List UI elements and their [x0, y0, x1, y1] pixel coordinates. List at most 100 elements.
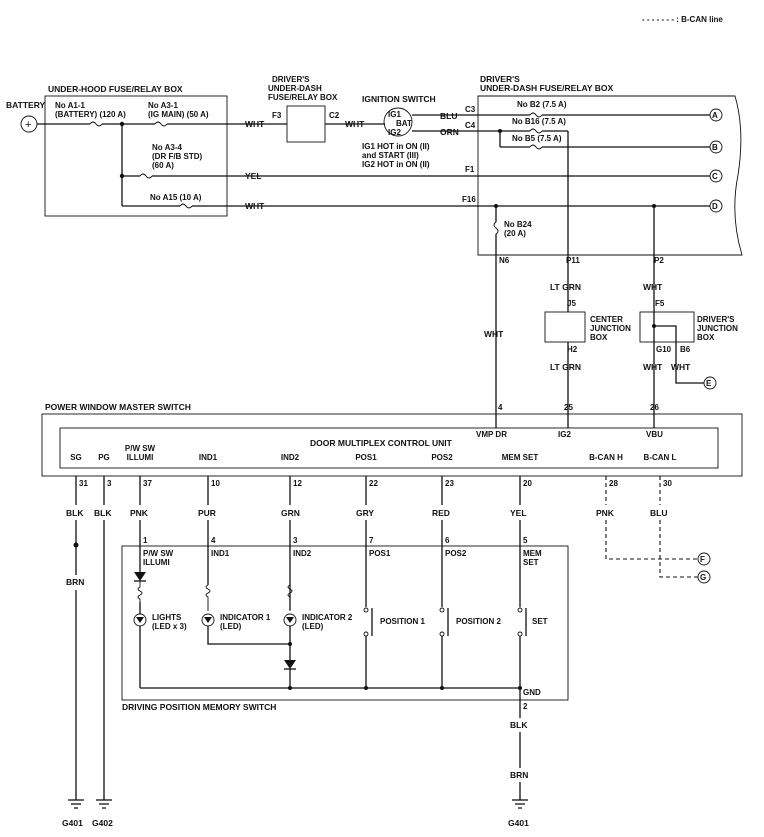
center-junction-box	[544, 311, 586, 343]
ground-icon	[68, 799, 84, 809]
pin-name: MEM SET	[502, 453, 539, 462]
svg-text:No B5 (7.5 A): No B5 (7.5 A)	[512, 134, 562, 143]
svg-text:BOX: BOX	[697, 333, 715, 342]
driving-position-memory-switch	[121, 545, 569, 701]
position1-switch	[363, 607, 373, 688]
svg-text:(LED x 3): (LED x 3)	[152, 622, 187, 631]
svg-text:(DR F/B STD): (DR F/B STD)	[152, 152, 203, 161]
svg-text:JUNCTION: JUNCTION	[697, 324, 738, 333]
svg-text:C: C	[712, 172, 718, 181]
connector-d: D	[709, 199, 723, 213]
mem-pin-num: 7	[369, 536, 374, 545]
pin-name: B-CAN H	[589, 453, 623, 462]
svg-text:(BATTERY) (120 A): (BATTERY) (120 A)	[55, 110, 126, 119]
svg-text:BRN: BRN	[510, 770, 528, 780]
svg-text:IGNITION SWITCH: IGNITION SWITCH	[362, 94, 436, 104]
svg-text:BLU: BLU	[650, 508, 667, 518]
svg-text:G401: G401	[508, 818, 529, 828]
mem-pin-label: POS2	[445, 549, 467, 558]
svg-text:BRN: BRN	[66, 577, 84, 587]
svg-text:No B24: No B24	[504, 220, 532, 229]
power-window-master-switch	[41, 413, 743, 477]
svg-text:IG1 HOT in ON (II): IG1 HOT in ON (II)	[362, 142, 430, 151]
position2-switch	[439, 607, 449, 688]
svg-text:A: A	[712, 111, 718, 120]
legend-bcan: - - - - - - - : B-CAN line	[642, 15, 723, 24]
pin-name: POS1	[355, 453, 377, 462]
svg-text:IG1: IG1	[388, 110, 401, 119]
pin-num: 28	[609, 479, 618, 488]
ground-icon	[96, 799, 112, 809]
battery-label: BATTERY	[6, 100, 46, 110]
svg-text:JUNCTION: JUNCTION	[590, 324, 631, 333]
pin-num: 37	[143, 479, 152, 488]
pin-num: 10	[211, 479, 220, 488]
svg-text:FUSE/RELAY BOX: FUSE/RELAY BOX	[268, 93, 338, 102]
set-switch	[517, 607, 527, 688]
connector-g: G	[697, 570, 711, 584]
under-hood-box	[44, 95, 228, 217]
svg-text:UNDER-DASH FUSE/RELAY BOX: UNDER-DASH FUSE/RELAY BOX	[480, 83, 614, 93]
svg-text:WHT: WHT	[245, 201, 265, 211]
pin-name: B-CAN L	[644, 453, 677, 462]
svg-text:J5: J5	[567, 299, 576, 308]
svg-text:4: 4	[498, 403, 503, 412]
svg-text:WHT: WHT	[643, 362, 663, 372]
svg-text:B6: B6	[680, 345, 691, 354]
svg-text:CENTER: CENTER	[590, 315, 623, 324]
pin-num: 22	[369, 479, 378, 488]
svg-text:F5: F5	[655, 299, 665, 308]
svg-text:BLK: BLK	[94, 508, 112, 518]
pin-num: 12	[293, 479, 302, 488]
svg-text:(60 A): (60 A)	[152, 161, 174, 170]
svg-text:G: G	[700, 573, 706, 582]
svg-text:G10: G10	[656, 345, 672, 354]
svg-text:C3: C3	[465, 105, 476, 114]
svg-text:No A3-1: No A3-1	[148, 101, 178, 110]
svg-text:and START (III): and START (III)	[362, 151, 419, 160]
connector-c: C	[709, 169, 723, 183]
svg-text:P11: P11	[566, 256, 580, 265]
connector-e: E	[703, 376, 717, 390]
svg-text:BLU: BLU	[440, 111, 457, 121]
svg-text:WHT: WHT	[643, 282, 663, 292]
mem-pin-label: IND2	[293, 549, 312, 558]
svg-text:VMP DR: VMP DR	[476, 430, 507, 439]
mem-pin-label: ILLUMI	[143, 558, 170, 567]
svg-text:YEL: YEL	[245, 171, 262, 181]
svg-text:BAT: BAT	[396, 119, 412, 128]
svg-text:POSITION 2: POSITION 2	[456, 617, 501, 626]
svg-text:C4: C4	[465, 121, 476, 130]
svg-text:2: 2	[523, 702, 528, 711]
svg-text:WHT: WHT	[671, 362, 691, 372]
svg-text:POWER WINDOW MASTER SWITCH: POWER WINDOW MASTER SWITCH	[45, 402, 191, 412]
pin-num: 30	[663, 479, 672, 488]
svg-text:WHT: WHT	[345, 119, 365, 129]
svg-text:ORN: ORN	[440, 127, 459, 137]
diode-icon	[134, 572, 146, 581]
connector-b: B	[709, 140, 723, 154]
svg-text:G401: G401	[62, 818, 83, 828]
pin-name: IND1	[199, 453, 218, 462]
pin-num: 31	[79, 479, 88, 488]
svg-text:POSITION 1: POSITION 1	[380, 617, 425, 626]
svg-text:No A3-4: No A3-4	[152, 143, 182, 152]
svg-text:RED: RED	[432, 508, 450, 518]
svg-text:26: 26	[650, 403, 659, 412]
svg-text:N6: N6	[499, 256, 510, 265]
pin-num: 3	[107, 479, 112, 488]
mem-pin-label: POS1	[369, 549, 391, 558]
svg-text:(20 A): (20 A)	[504, 229, 526, 238]
svg-text:E: E	[706, 379, 712, 388]
svg-text:P2: P2	[654, 256, 664, 265]
svg-text:IG2: IG2	[388, 128, 401, 137]
mem-pin-label: SET	[523, 558, 539, 567]
svg-text:DRIVER'S: DRIVER'S	[697, 315, 735, 324]
driver-junction-box	[639, 311, 695, 343]
svg-text:GND: GND	[523, 688, 541, 697]
svg-text:F3: F3	[272, 111, 282, 120]
svg-text:BLK: BLK	[510, 720, 528, 730]
